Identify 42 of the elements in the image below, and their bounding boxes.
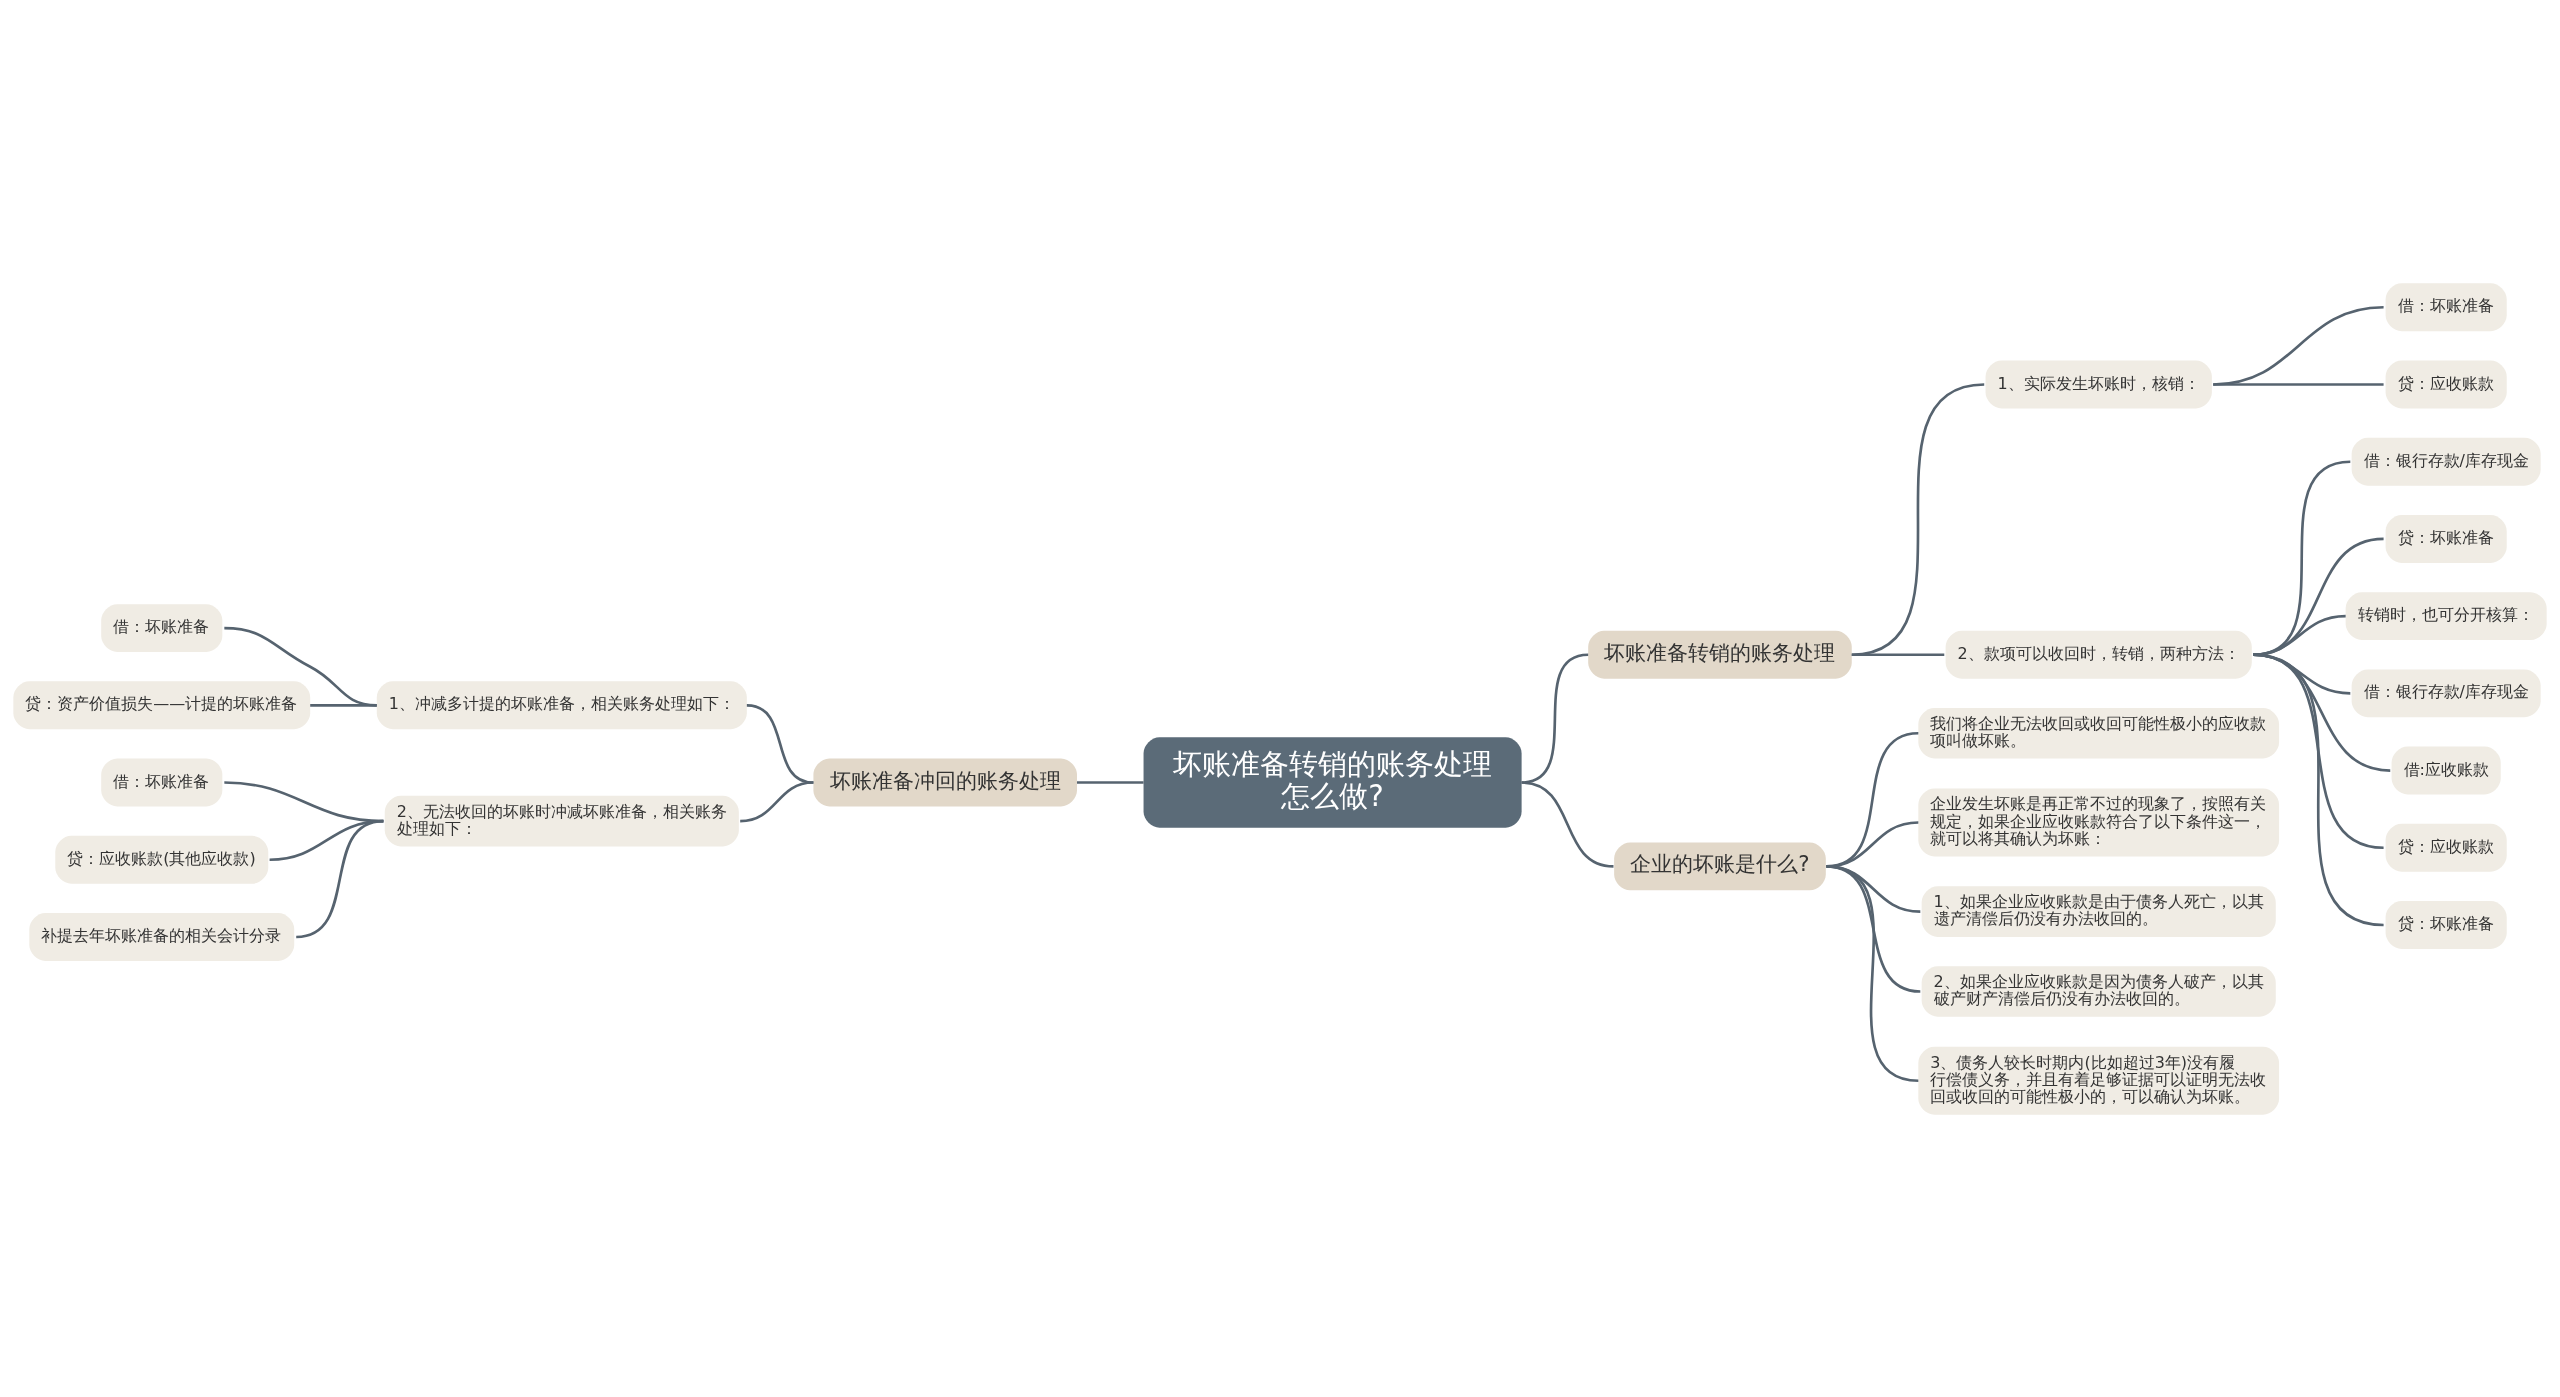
node-box: 贷：应收账款 bbox=[2385, 823, 2507, 872]
connector bbox=[1521, 780, 1614, 868]
connector bbox=[2213, 382, 2384, 386]
connector bbox=[2213, 305, 2384, 386]
node-box: 3、债务人较长时期内(比如超过3年)没有履行偿债义务，并且有着足够证据可以证明无法收回或收回的可能性极小的，可以确认为坏账。 bbox=[1918, 1046, 2280, 1115]
node-box: 1、冲减多计提的坏账准备，相关账务处理如下： bbox=[376, 680, 747, 729]
node-box: 借：坏账准备 bbox=[101, 603, 223, 652]
node-box: 贷：应收账款 bbox=[2385, 360, 2507, 408]
connector bbox=[224, 626, 377, 707]
node-box: 2、款项可以收回时，转销，两种方法： bbox=[1945, 630, 2252, 679]
node-box: 我们将企业无法收回或收回可能性极小的应收款项叫做坏账。 bbox=[1918, 707, 2280, 759]
connector bbox=[2253, 614, 2346, 656]
node-box: 1、如果企业应收账款是由于债务人死亡，以其遗产清偿后仍没有办法收回的。 bbox=[1921, 885, 2276, 937]
connector bbox=[2252, 537, 2384, 656]
node-box: 贷：资产价值损失——计提的坏账准备 bbox=[13, 680, 311, 729]
connector bbox=[740, 780, 814, 822]
node-box: 借:应收账款 bbox=[2391, 746, 2501, 794]
node-box: 贷：应收账款(其他应收款) bbox=[55, 835, 269, 884]
node-box: 企业的坏账是什么? bbox=[1614, 841, 1826, 890]
connector bbox=[1851, 652, 1945, 656]
connector bbox=[2252, 459, 2351, 656]
node-box: 2、如果企业应收账款是因为债务人破产，以其破产财产清偿后仍没有办法收回的。 bbox=[1921, 965, 2276, 1017]
node-box: 借：银行存款/库存现金 bbox=[2351, 668, 2541, 717]
connector bbox=[1851, 382, 1985, 656]
node-box: 坏账准备冲回的账务处理 bbox=[813, 758, 1077, 806]
connector bbox=[2252, 652, 2384, 926]
node-box: 补提去年坏账准备的相关会计分录 bbox=[29, 912, 295, 961]
node-box: 坏账准备转销的账务处理怎么做? bbox=[1143, 736, 1522, 828]
connector bbox=[1826, 864, 1919, 1082]
node-box: 借：坏账准备 bbox=[2385, 282, 2507, 331]
connector bbox=[310, 703, 377, 707]
connector bbox=[1077, 780, 1144, 784]
node-box: 借：银行存款/库存现金 bbox=[2351, 437, 2541, 486]
node-box: 借：坏账准备 bbox=[101, 758, 223, 806]
node-box: 贷：坏账准备 bbox=[2385, 900, 2507, 949]
connector bbox=[296, 819, 384, 938]
node-box: 转销时，也可分开核算： bbox=[2345, 591, 2547, 640]
node-box: 1、实际发生坏账时，核销： bbox=[1985, 360, 2212, 408]
node-box: 2、无法收回的坏账时冲减坏账准备，相关账务处理如下： bbox=[384, 795, 739, 846]
node-box: 坏账准备转销的账务处理 bbox=[1588, 630, 1852, 679]
node-box: 贷：坏账准备 bbox=[2385, 514, 2507, 563]
node-box: 企业发生坏账是再正常不过的现象了，按照有关规定，如果企业应收账款符合了以下条件这一，就可以将其确认为坏账： bbox=[1918, 788, 2280, 856]
